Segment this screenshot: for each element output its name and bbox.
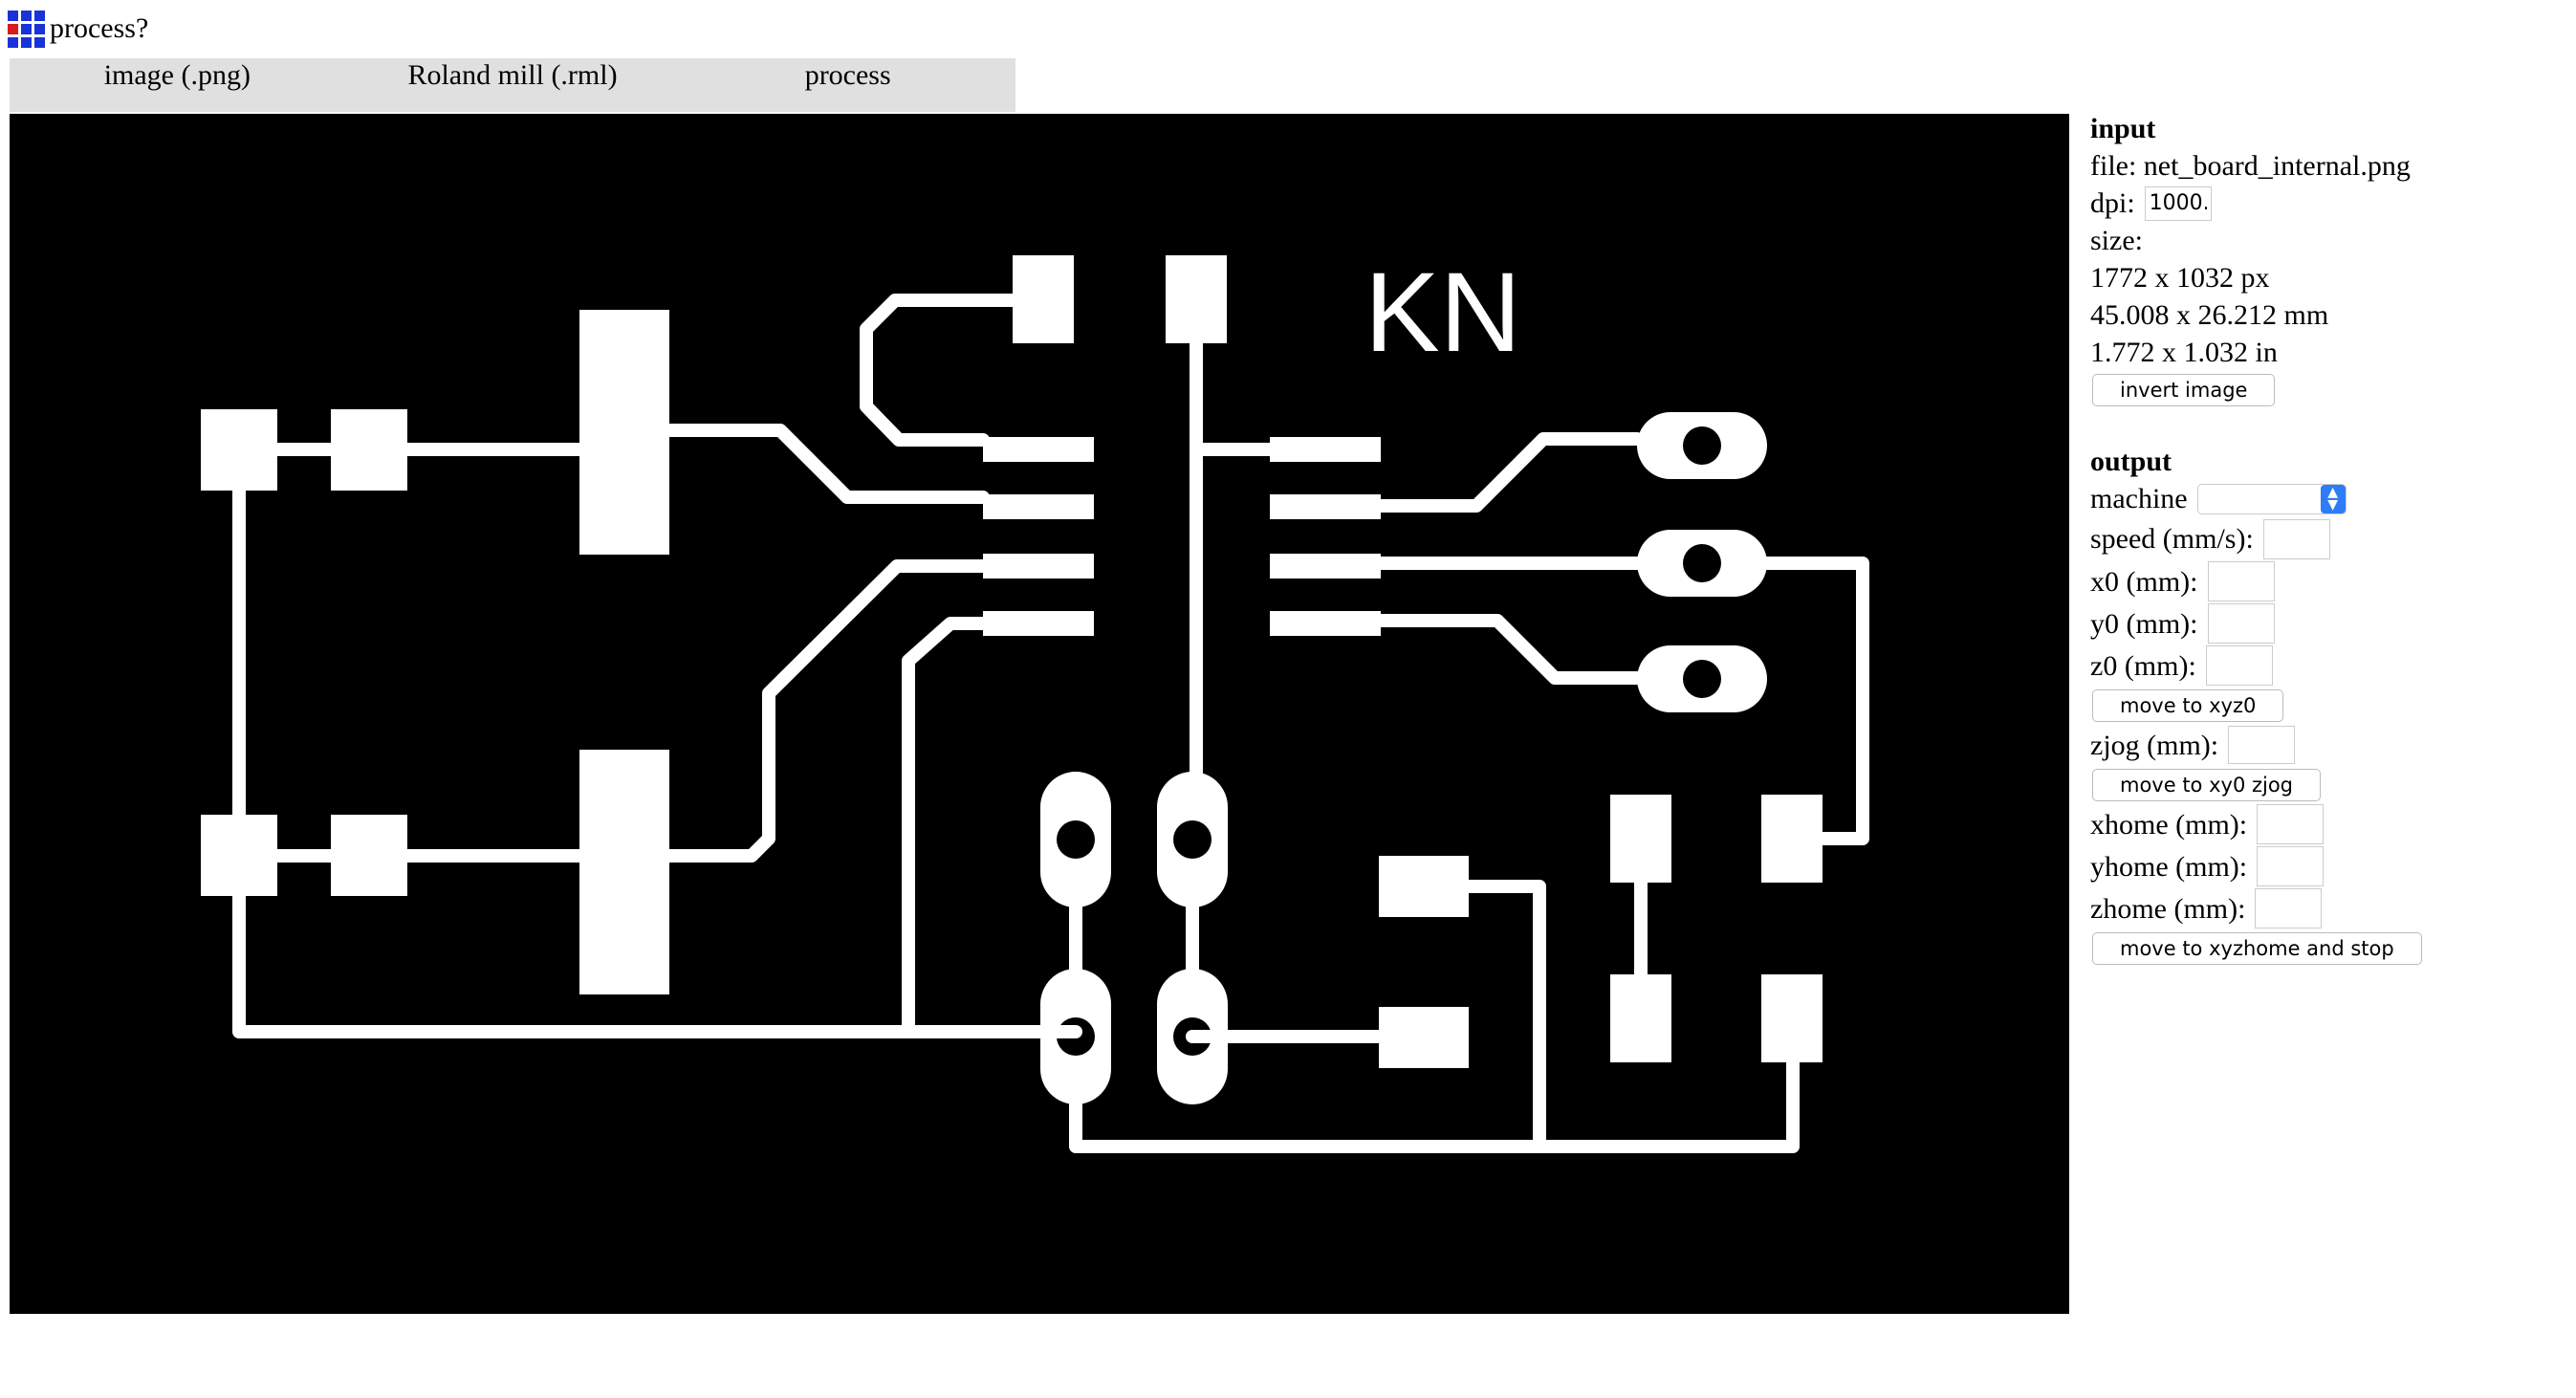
zhome-label: zhome (mm): — [2090, 892, 2246, 925]
move-to-xy0-zjog-button[interactable]: move to xy0 zjog — [2092, 768, 2322, 801]
yhome-label: yhome (mm): — [2090, 850, 2248, 883]
move-to-xyzhome-button[interactable]: move to xyzhome and stop — [2092, 931, 2422, 965]
machine-label: machine — [2090, 483, 2188, 514]
page-title: process? — [50, 12, 149, 44]
x0-label: x0 (mm): — [2090, 565, 2198, 598]
xhome-input[interactable] — [2257, 804, 2325, 844]
menu-item-roland-mill[interactable]: Roland mill (.rml) — [407, 59, 618, 91]
speed-input[interactable] — [2262, 518, 2330, 559]
xhome-label: xhome (mm): — [2090, 808, 2248, 841]
speed-label: speed (mm/s): — [2090, 523, 2254, 555]
dpi-input[interactable] — [2144, 186, 2212, 221]
z0-input[interactable] — [2205, 645, 2273, 686]
y0-label: y0 (mm): — [2090, 607, 2198, 640]
file-name: file: net_board_internal.png — [2090, 150, 2411, 182]
machine-select[interactable]: ▲▼ — [2196, 483, 2347, 514]
size-label: size: — [2090, 225, 2143, 256]
menu-item-image[interactable]: image (.png) — [103, 59, 251, 91]
board-label: KN — [1364, 250, 1521, 376]
pcb-traces-drawing: KN — [201, 250, 1869, 1153]
menu-item-process[interactable]: process — [804, 59, 891, 91]
size-in: 1.772 x 1.032 in — [2090, 337, 2278, 368]
machine-row: machine ▲▼ — [2090, 480, 2559, 517]
x0-input[interactable] — [2207, 561, 2275, 601]
size-px: 1772 x 1032 px — [2090, 262, 2270, 294]
settings-panel: input file: net_board_internal.png dpi: … — [2090, 110, 2559, 967]
app-logo-icon — [8, 11, 46, 49]
output-heading: output — [2090, 446, 2172, 477]
yhome-input[interactable] — [2257, 846, 2325, 886]
dpi-label: dpi: — [2090, 187, 2135, 219]
y0-input[interactable] — [2207, 603, 2275, 644]
select-arrows-icon: ▲▼ — [2320, 484, 2346, 513]
zjog-label: zjog (mm): — [2090, 729, 2219, 761]
zhome-input[interactable] — [2255, 888, 2323, 928]
input-heading: input — [2090, 113, 2156, 144]
invert-image-button[interactable]: invert image — [2092, 373, 2276, 406]
pcb-image-canvas[interactable]: KN — [10, 114, 2069, 1314]
menu-bar: image (.png) Roland mill (.rml) process — [10, 58, 1015, 112]
move-to-xyz0-button[interactable]: move to xyz0 — [2092, 688, 2284, 722]
z0-label: z0 (mm): — [2090, 649, 2196, 682]
zjog-input[interactable] — [2228, 726, 2296, 764]
size-mm: 45.008 x 26.212 mm — [2090, 299, 2329, 331]
dpi-row: dpi: — [2090, 185, 2559, 222]
